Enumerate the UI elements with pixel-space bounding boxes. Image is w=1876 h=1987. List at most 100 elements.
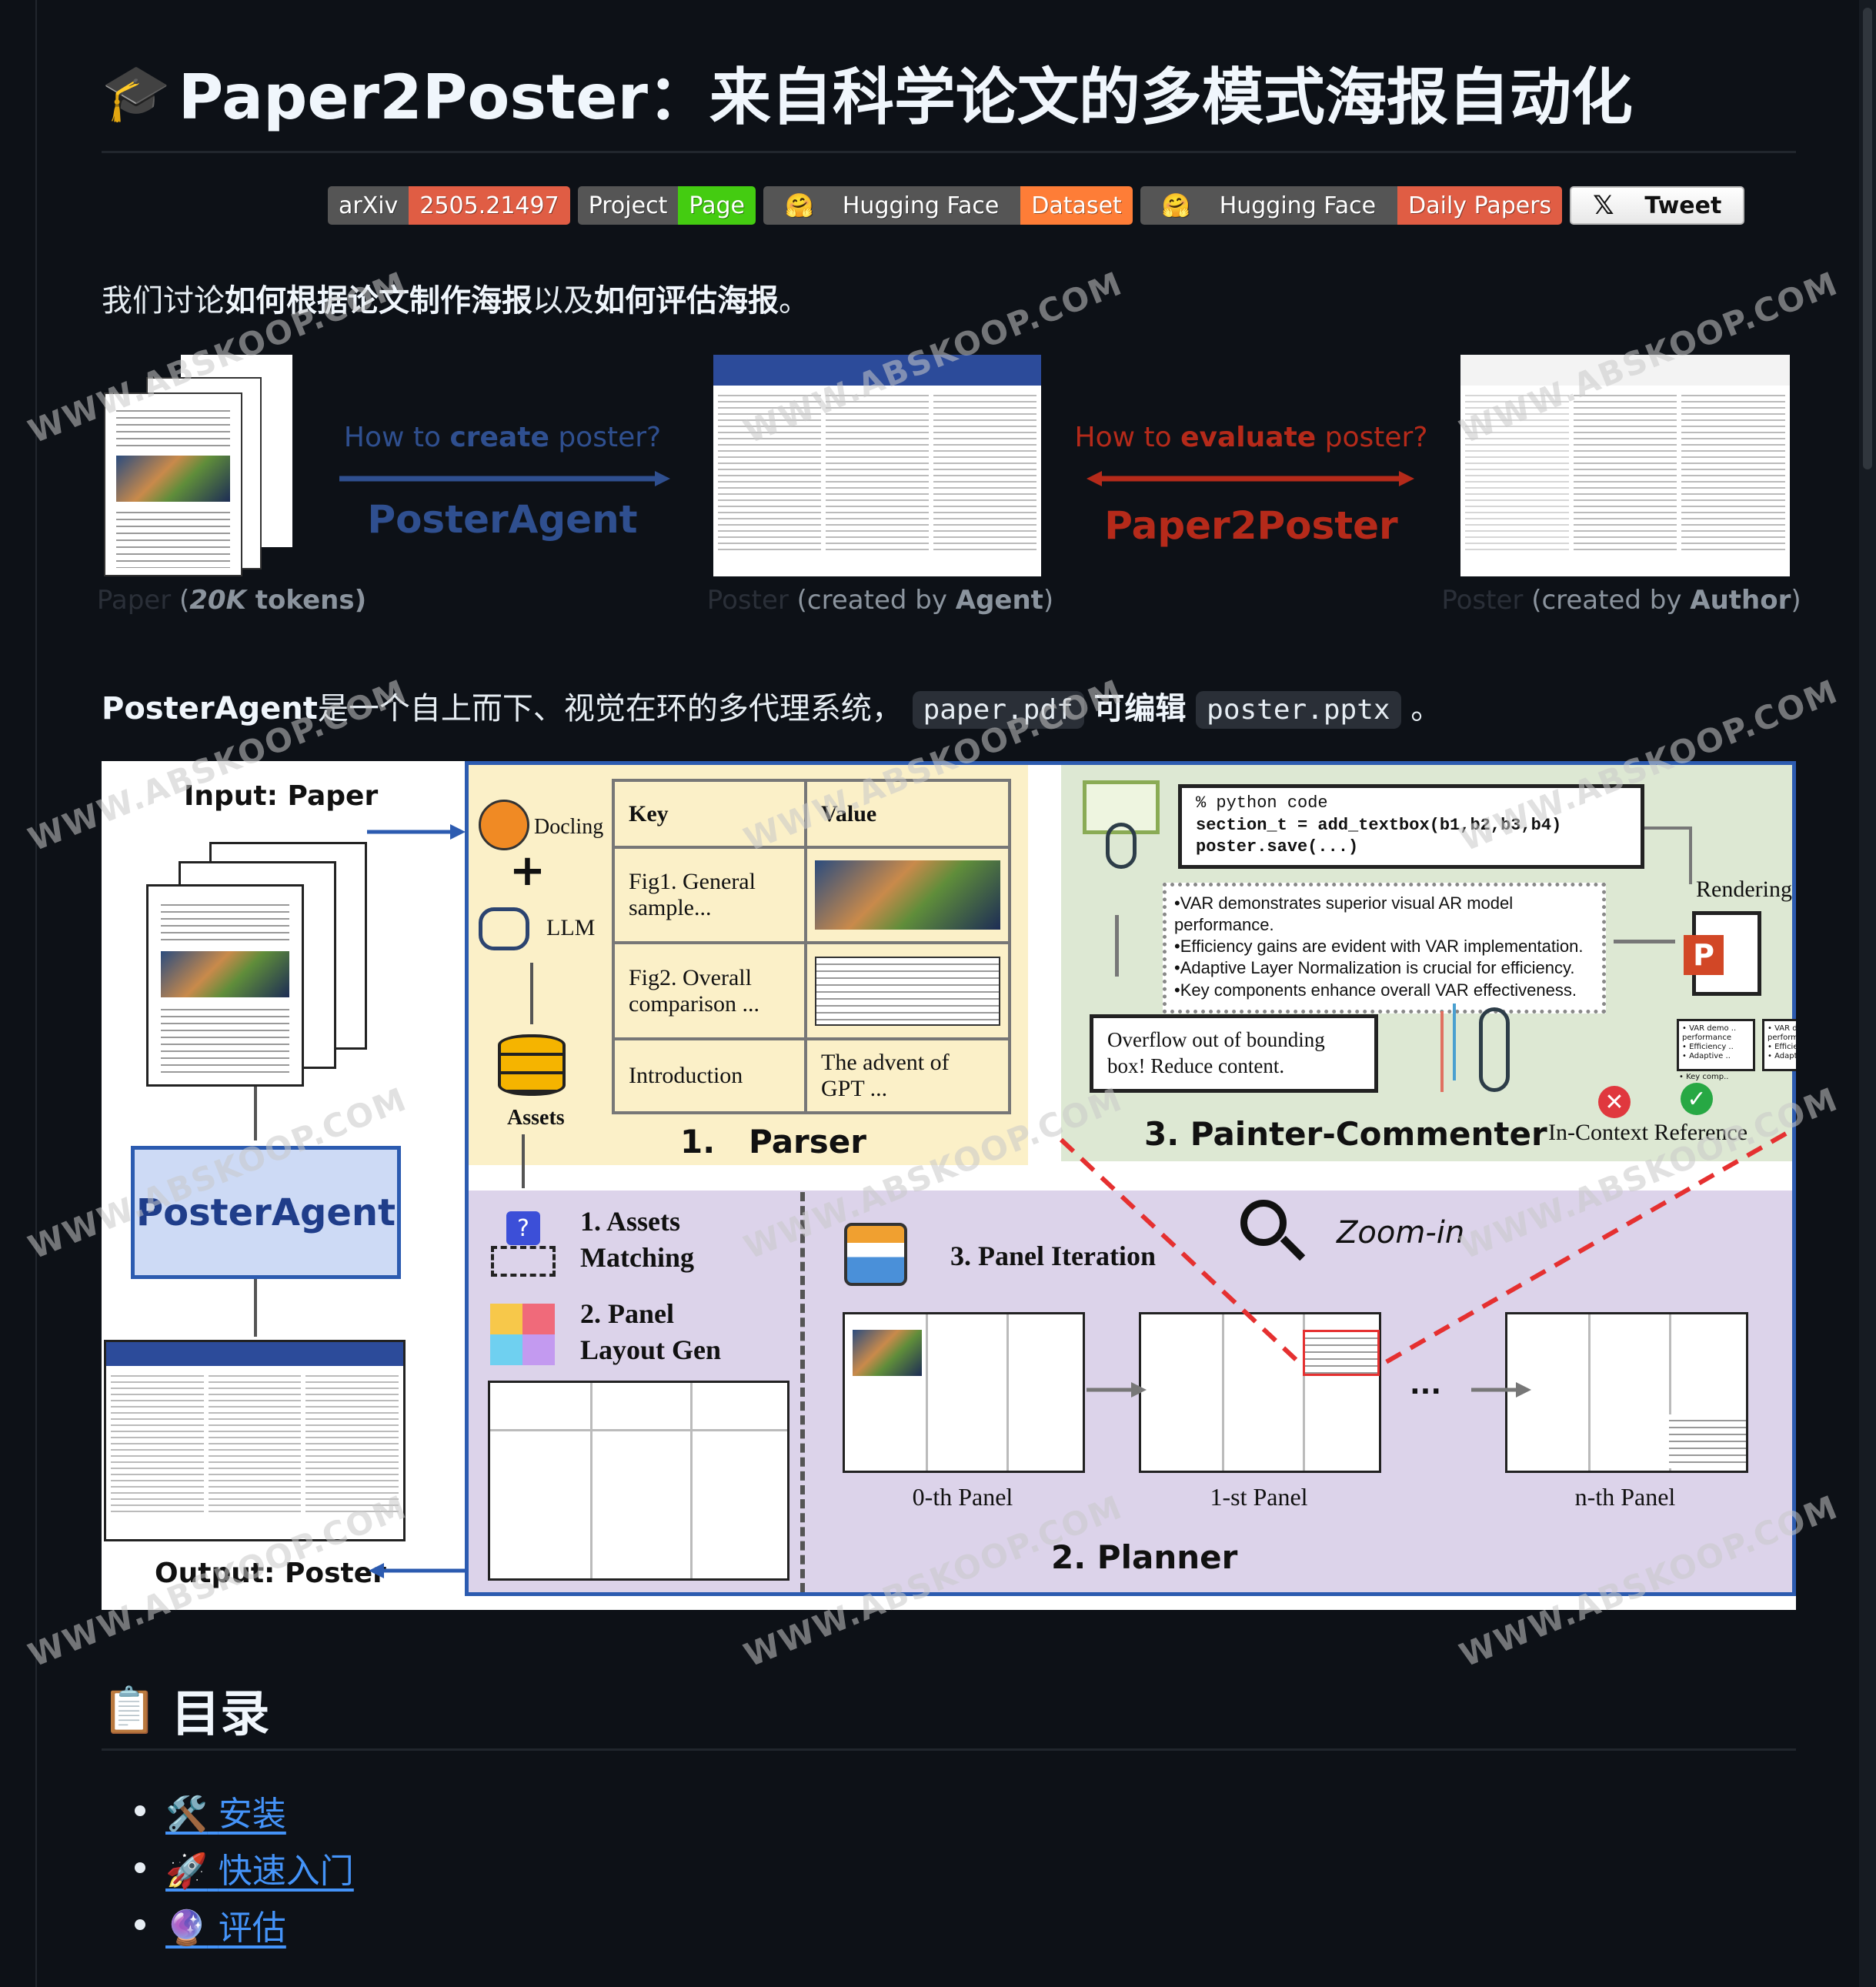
caption-bold: Author xyxy=(1690,585,1791,616)
thumb-text: • VAR demo .. xyxy=(1768,1024,1796,1033)
scrollbar[interactable] xyxy=(1859,0,1876,1987)
page-title: 🎓 Paper2Poster：来自科学论文的多模式海报自动化 xyxy=(102,48,1633,137)
painter-person-icon xyxy=(1106,823,1137,869)
toc-heading: 📋目录 xyxy=(102,1675,269,1745)
caption-text: ) xyxy=(1043,585,1054,616)
table-cell: The advent of GPT ... xyxy=(804,1037,1011,1115)
x-logo-icon: 𝕏 xyxy=(1593,190,1624,221)
assets-matching-label: 1. Assets Matching xyxy=(580,1206,694,1273)
bullet xyxy=(135,1862,145,1873)
toc-link-quickstart[interactable]: 🚀 快速入门 xyxy=(165,1843,354,1892)
toc-list: 🛠️ 安装 🚀 快速入门 🔮 评估 xyxy=(135,1782,354,1953)
caption-text: (created by xyxy=(796,585,956,616)
create-question: How to create poster? xyxy=(344,422,661,453)
panel-arrow xyxy=(1087,1382,1147,1398)
llm-robot-icon xyxy=(479,907,529,950)
thumb-text: • Adaptive .. xyxy=(1682,1052,1731,1060)
tools-icon: 🛠️ xyxy=(165,1795,208,1834)
toc-divider xyxy=(102,1748,1796,1751)
agent-border xyxy=(465,761,1796,1596)
thumb-overflow-text: • Key comp.. xyxy=(1679,1073,1729,1081)
reference-thumbnail-bad: • VAR demo ..performance• Efficiency ..•… xyxy=(1677,1019,1755,1071)
thumb-text: performance xyxy=(1768,1034,1796,1042)
down-arrow xyxy=(530,963,533,1024)
table-cell: Fig1. General sample... xyxy=(612,845,807,945)
code-comment: % python code xyxy=(1196,793,1328,813)
panel-iteration-label: 3. Panel Iteration xyxy=(950,1241,1156,1271)
rendering-arrow xyxy=(1644,827,1691,830)
painter-commenter-title: 3. Painter-Commenter xyxy=(1144,1115,1547,1153)
caption-dark: Poster xyxy=(706,585,789,616)
layout-gen-label: 2. Panel Layout Gen xyxy=(580,1298,722,1365)
rendering-label: Rendering xyxy=(1696,877,1792,902)
rocket-icon: 🚀 xyxy=(165,1852,208,1891)
badge-value: Daily Papers xyxy=(1397,186,1563,225)
caption-text: ( xyxy=(179,585,190,616)
table-thumbnail xyxy=(815,956,1000,1026)
thumb-text: • VAR demo .. xyxy=(1682,1024,1737,1033)
toc-item-quickstart: 🚀 快速入门 xyxy=(135,1839,354,1896)
powerpoint-file-icon: P xyxy=(1684,911,1761,996)
intro-paragraph: 我们讨论如何根据论文制作海报以及如何评估海报。 xyxy=(102,276,809,320)
iteration-icon xyxy=(844,1223,907,1286)
intro-text: 我们讨论 xyxy=(102,283,225,319)
badge-label: arXiv xyxy=(328,186,409,225)
code-line: poster.save(...) xyxy=(1196,837,1359,857)
inline-code: paper.pdf xyxy=(912,691,1084,729)
caption-text: ) xyxy=(1791,585,1801,616)
badge-label: Hugging Face xyxy=(1219,192,1377,219)
planner-title: 2. Planner xyxy=(1051,1538,1238,1576)
badge-label: Tweet xyxy=(1644,192,1722,219)
feedback-arrow xyxy=(1614,940,1675,943)
rendering-arrow xyxy=(1689,827,1692,884)
output-label: Output: Poster xyxy=(155,1558,386,1589)
desc-bold: 可编辑 xyxy=(1093,691,1187,726)
agent-poster-caption: Poster (created by Agent) xyxy=(707,585,1053,616)
scrollbar-thumb[interactable] xyxy=(1863,8,1872,469)
thumb-text: • Adaptive .. xyxy=(1768,1052,1796,1060)
tweet-button[interactable]: 𝕏 Tweet xyxy=(1570,186,1745,225)
down-arrow xyxy=(522,1134,525,1188)
hugging-face-icon: 🤗 xyxy=(784,192,821,219)
caption-text: (created by xyxy=(1531,585,1691,616)
matching-graph-icon xyxy=(491,1246,556,1277)
down-arrow xyxy=(254,1087,257,1140)
commenter-bubble: Overflow out of bounding box! Reduce con… xyxy=(1090,1014,1378,1093)
desc-text: 。 xyxy=(1410,691,1442,726)
clipboard-icon: 📋 xyxy=(102,1683,158,1736)
toc-link-install[interactable]: 🛠️ 安装 xyxy=(165,1786,286,1835)
paper2poster-label: Paper2Poster xyxy=(1104,503,1398,548)
down-arrow-red xyxy=(1440,1011,1448,1092)
toc-heading-text: 目录 xyxy=(171,1686,270,1743)
caption-dark: Paper xyxy=(96,585,172,616)
reference-thumbnail-good: • VAR demo ..performance• Efficiency ..•… xyxy=(1762,1019,1796,1071)
agent-poster-thumbnail xyxy=(713,355,1041,576)
panel-arrow xyxy=(1471,1382,1531,1398)
plus-sign: + xyxy=(509,846,546,896)
toc-link-evaluation[interactable]: 🔮 评估 xyxy=(165,1900,286,1949)
zoom-in-dashed-lines xyxy=(1059,1131,1788,1368)
title-divider xyxy=(102,151,1796,153)
toc-item-evaluation: 🔮 评估 xyxy=(135,1896,354,1953)
author-poster-caption: Poster (created by Author) xyxy=(1441,585,1801,616)
architecture-diagram: Input: Paper PosterAgent Output: Poster … xyxy=(102,761,1796,1610)
panel-label: 1-st Panel xyxy=(1210,1483,1308,1511)
layout-blocks-icon xyxy=(490,1304,555,1365)
output-arrow xyxy=(369,1563,467,1578)
q-text: poster? xyxy=(1316,422,1428,453)
question-icon: ? xyxy=(506,1211,540,1245)
magnifier-icon xyxy=(1240,1200,1287,1246)
table-header: Value xyxy=(804,779,1011,849)
create-arrow xyxy=(339,471,670,486)
caption-dark: Poster xyxy=(1441,585,1524,616)
docling-icon xyxy=(479,800,529,850)
page-left-border xyxy=(35,0,37,1987)
figure-thumbnail xyxy=(815,860,1000,930)
author-poster-thumbnail xyxy=(1460,355,1790,576)
zoom-in-label: Zoom-in xyxy=(1337,1215,1465,1251)
